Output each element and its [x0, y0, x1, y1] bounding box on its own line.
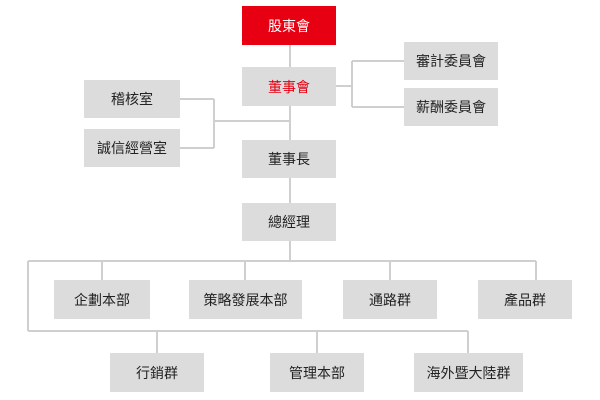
- product-group-box: 產品群: [478, 280, 572, 319]
- compensation-committee-box: 薪酬委員會: [404, 88, 498, 126]
- marketing-group-box: 行銷群: [110, 353, 204, 392]
- integrity-office-box: 誠信經營室: [84, 129, 180, 167]
- overseas-group-box: 海外暨大陸群: [414, 353, 523, 392]
- audit-office-box: 稽核室: [84, 80, 180, 118]
- strategy-division-box: 策略發展本部: [189, 280, 302, 319]
- channel-group-box: 通路群: [343, 280, 437, 319]
- chairman-box: 董事長: [242, 140, 336, 178]
- audit-committee-box: 審計委員會: [404, 42, 498, 80]
- planning-division-box: 企劃本部: [54, 280, 150, 319]
- shareholders-box: 股東會: [242, 6, 336, 45]
- board-box: 董事會: [242, 67, 336, 106]
- general-manager-box: 總經理: [242, 203, 336, 241]
- management-division-box: 管理本部: [270, 353, 364, 392]
